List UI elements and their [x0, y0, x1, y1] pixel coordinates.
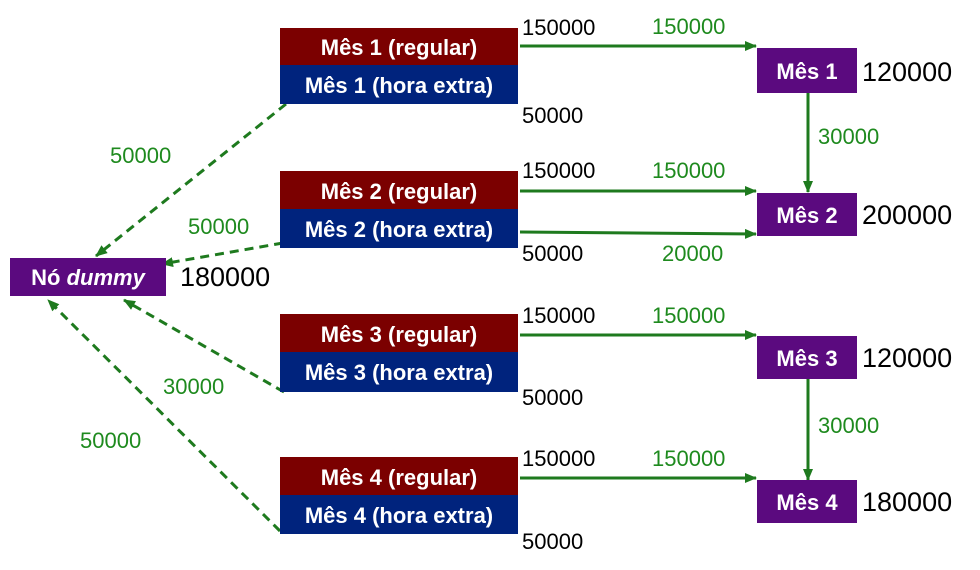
source-month1: Mês 1 (regular) Mês 1 (hora extra): [280, 28, 518, 104]
capacity-regular-4: 150000: [522, 446, 595, 471]
month-node-1-label: Mês 1: [776, 59, 837, 84]
flow-overtime2-dummy: 50000: [188, 214, 249, 239]
overtime-node-3: [280, 352, 518, 392]
dummy-node-label: Nó dummy: [31, 265, 146, 290]
source-month2: Mês 2 (regular) Mês 2 (hora extra): [280, 171, 518, 248]
overtime-node-3-label: Mês 3 (hora extra): [305, 360, 493, 385]
flow-overtime3-dummy: 30000: [163, 374, 224, 399]
month-node-4: [757, 480, 857, 523]
demand-dummy: 180000: [180, 262, 270, 292]
edge-overtime2-dummy: [161, 241, 284, 268]
capacity-regular-1: 150000: [522, 15, 595, 40]
capacity-overtime-2: 50000: [522, 241, 583, 266]
regular-node-3: [280, 314, 518, 352]
edge-overtime2-month2: [519, 228, 757, 239]
demand-month-2: 200000: [862, 200, 952, 230]
regular-node-1-label: Mês 1 (regular): [321, 35, 478, 60]
flow-overtime4-dummy: 50000: [80, 428, 141, 453]
dummy-node-label-italic: dummy: [67, 265, 147, 290]
regular-node-1: [280, 28, 518, 65]
edge-overtime3-dummy: [123, 298, 285, 394]
regular-node-4-label: Mês 4 (regular): [321, 465, 478, 490]
capacity-regular-3: 150000: [522, 303, 595, 328]
capacity-overtime-4: 50000: [522, 529, 583, 554]
month-node-2-label: Mês 2: [776, 203, 837, 228]
flow-inventory-3-4: 30000: [818, 413, 879, 438]
capacity-overtime-1: 50000: [522, 103, 583, 128]
regular-node-2: [280, 171, 518, 209]
flow-overtime2-month2: 20000: [662, 241, 723, 266]
demand-month-3: 120000: [862, 343, 952, 373]
regular-node-4: [280, 457, 518, 495]
capacity-overtime-3: 50000: [522, 385, 583, 410]
overtime-node-1-label: Mês 1 (hora extra): [305, 73, 493, 98]
flow-regular1-month1: 150000: [652, 14, 725, 39]
dummy-node: [10, 258, 166, 296]
overtime-node-2: [280, 209, 518, 248]
flow-overtime1-dummy: 50000: [110, 143, 171, 168]
overtime-node-4-label: Mês 4 (hora extra): [305, 503, 493, 528]
flow-regular2-month2: 150000: [652, 158, 725, 183]
flow-regular3-month3: 150000: [652, 303, 725, 328]
source-month4: Mês 4 (regular) Mês 4 (hora extra): [280, 457, 518, 534]
source-month3: Mês 3 (regular) Mês 3 (hora extra): [280, 314, 518, 392]
dummy-node-label-prefix: Nó: [31, 265, 66, 290]
demand-month-1: 120000: [862, 57, 952, 87]
month-node-1: [757, 48, 857, 93]
month-node-3: [757, 336, 857, 379]
overtime-node-2-label: Mês 2 (hora extra): [305, 217, 493, 242]
demand-month-4: 180000: [862, 487, 952, 517]
regular-node-3-label: Mês 3 (regular): [321, 322, 478, 347]
edge-overtime1-dummy: [95, 102, 287, 258]
flow-inventory-1-2: 30000: [818, 124, 879, 149]
flow-regular4-month4: 150000: [652, 446, 725, 471]
overtime-node-4: [280, 495, 518, 534]
regular-node-2-label: Mês 2 (regular): [321, 179, 478, 204]
month-node-2: [757, 193, 857, 236]
overtime-node-1: [280, 65, 518, 104]
capacity-regular-2: 150000: [522, 158, 595, 183]
edge-overtime4-dummy: [46, 298, 282, 533]
month-node-3-label: Mês 3: [776, 346, 837, 371]
month-node-4-label: Mês 4: [776, 490, 838, 515]
